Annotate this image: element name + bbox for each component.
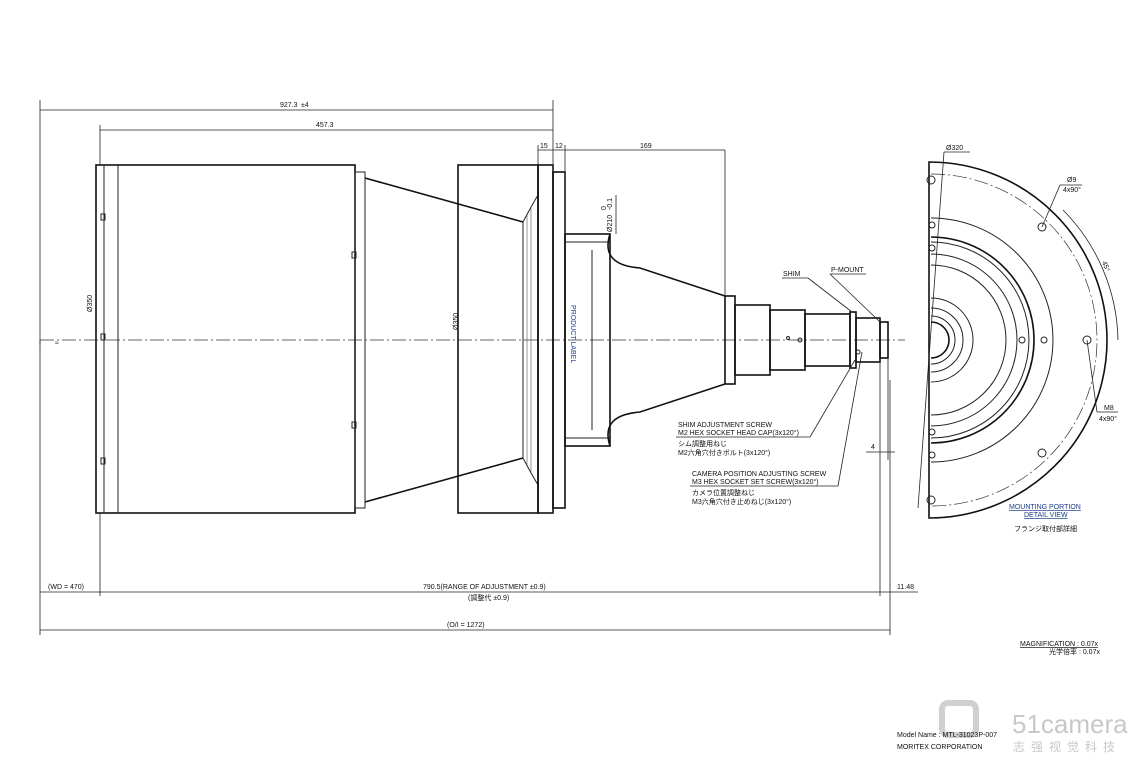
dim-169: 169 — [640, 143, 652, 150]
detail-thread: M8 — [1104, 405, 1114, 412]
dim-range-jp: (調整代 ±0.9) — [468, 593, 509, 602]
shim-screw-spec: M2 HEX SOCKET HEAD CAP(3x120°) — [678, 429, 799, 437]
detail-title-jp: フランジ取付部詳細 — [1014, 524, 1077, 533]
dim-overall-tol: ±4 — [301, 102, 309, 109]
dim-dia-350-front: Ø350 — [87, 295, 94, 312]
shim-label: SHIM — [783, 271, 801, 278]
dim-15: 15 — [540, 143, 548, 150]
detail-title-1: MOUNTING PORTION — [1009, 504, 1081, 511]
detail-title-2: DETAIL VIEW — [1024, 512, 1068, 519]
camera-screw-jp-spec: M3六角穴付き止めねじ(3x120°) — [692, 497, 791, 506]
shim-screw-title: SHIM ADJUSTMENT SCREW — [678, 422, 772, 429]
lens-front-barrel — [95, 164, 366, 514]
dim-4: 4 — [871, 444, 875, 451]
detail-angle: 45° — [1100, 260, 1111, 273]
camera-screw-spec: M3 HEX SOCKET SET SCREW(3x120°) — [692, 478, 819, 486]
model-name: Model Name : MTL-31023P-007 — [897, 732, 997, 739]
detail-dia-320: Ø320 — [946, 145, 963, 152]
watermark-brand: 51camera — [1012, 709, 1128, 739]
dim-dia-210-tol-lower: -0.1 — [607, 198, 614, 210]
camera-screw-jp-title: カメラ位置調整ねじ — [692, 488, 755, 497]
p-mount-label: P-MOUNT — [831, 267, 864, 274]
dim-dia-350-mid: Ø350 — [453, 313, 460, 330]
dim-12: 12 — [555, 143, 563, 150]
lens-cone — [364, 164, 539, 514]
camera-screw-title: CAMERA POSITION ADJUSTING SCREW — [692, 471, 827, 478]
dim-overall-length: 927.3 — [280, 102, 298, 109]
dim-dia-210: Ø210 — [607, 215, 614, 232]
magnification-en: MAGNIFICATION : 0.07x — [1020, 641, 1099, 648]
dim-oi: (O/I = 1272) — [447, 622, 485, 629]
watermark-logo: 51camera 志强视觉科技 — [939, 700, 1128, 754]
camera-mount-tube — [724, 295, 889, 385]
dim-wd: (WD = 470) — [48, 584, 84, 591]
shim-screw-jp-spec: M2六角穴付きボルト(3x120°) — [678, 448, 770, 457]
top-dimension-lines — [39, 100, 726, 345]
bottom-dimension-lines — [39, 340, 918, 635]
mounting-detail-view — [917, 151, 1119, 519]
detail-hole-pattern: 4x90° — [1063, 186, 1081, 194]
magnification-jp: 光学倍率 : 0.07x — [1049, 647, 1100, 656]
detail-thread-pattern: 4x90° — [1099, 415, 1117, 423]
detail-hole-dia: Ø9 — [1067, 177, 1076, 184]
mount-flange — [537, 164, 726, 514]
shim-screw-jp-title: シム調整用ねじ — [678, 439, 727, 448]
dim-range: 790.5(RANGE OF ADJUSTMENT ±0.9) — [423, 584, 546, 591]
dim-dia-210-tol-upper: 0 — [601, 206, 608, 210]
product-label-text: PRODUCT LABEL — [569, 305, 576, 363]
leader-lines — [676, 273, 895, 596]
break-symbol: ≈ — [55, 340, 59, 347]
watermark-sub: 志强视觉科技 — [1013, 739, 1121, 754]
dim-11-48: 11.48 — [897, 584, 914, 591]
p-mount-part — [879, 321, 889, 359]
dim-body-length: 457.3 — [316, 122, 334, 129]
company-name: MORITEX CORPORATION — [897, 744, 982, 751]
